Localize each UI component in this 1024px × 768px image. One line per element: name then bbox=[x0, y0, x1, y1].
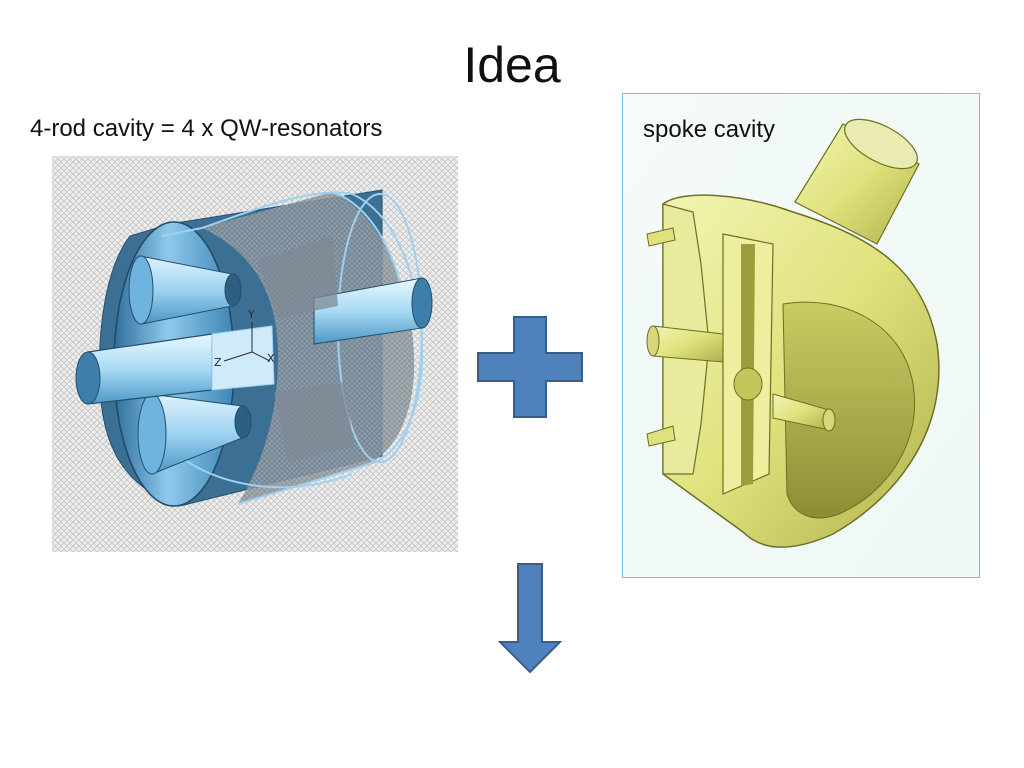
plus-icon bbox=[476, 315, 584, 419]
axis-label-y: Y bbox=[247, 308, 255, 321]
coupler-pipe-opening bbox=[844, 118, 918, 170]
spoke-bore bbox=[733, 367, 763, 401]
axis-label-z: Z bbox=[214, 356, 222, 369]
spoke-cavity-image bbox=[623, 94, 979, 577]
stub-lower bbox=[646, 425, 676, 447]
axis-label-x: X bbox=[267, 352, 275, 365]
right-rod-end bbox=[411, 277, 433, 329]
inner-upper-cone bbox=[258, 236, 338, 318]
slide-title: Idea bbox=[463, 37, 561, 93]
upper-cone-base bbox=[128, 255, 154, 325]
spoke-cavity-panel: spoke cavity bbox=[622, 93, 980, 578]
four-rod-cavity-drawing: Y Z X bbox=[52, 156, 458, 552]
beam-tube-left-end bbox=[646, 325, 660, 357]
spoke-center bbox=[741, 244, 755, 486]
mesh-section bbox=[202, 192, 415, 504]
lower-cone-base bbox=[137, 393, 167, 475]
cavity-interior bbox=[782, 301, 915, 519]
beam-tube-right-end bbox=[822, 408, 836, 432]
four-rod-caption: 4-rod cavity = 4 x QW-resonators bbox=[30, 115, 383, 142]
upper-cone-tip bbox=[224, 273, 242, 307]
spoke-cavity-caption: spoke cavity bbox=[643, 116, 776, 143]
lower-cone-tip bbox=[234, 405, 252, 439]
axis-triad: Y Z X bbox=[214, 308, 275, 369]
down-arrow-icon bbox=[497, 562, 563, 674]
stub-upper bbox=[646, 227, 676, 247]
inner-lower-cone bbox=[274, 382, 354, 462]
four-rod-cavity-image: Y Z X bbox=[52, 156, 458, 552]
left-rod-end bbox=[75, 351, 101, 405]
